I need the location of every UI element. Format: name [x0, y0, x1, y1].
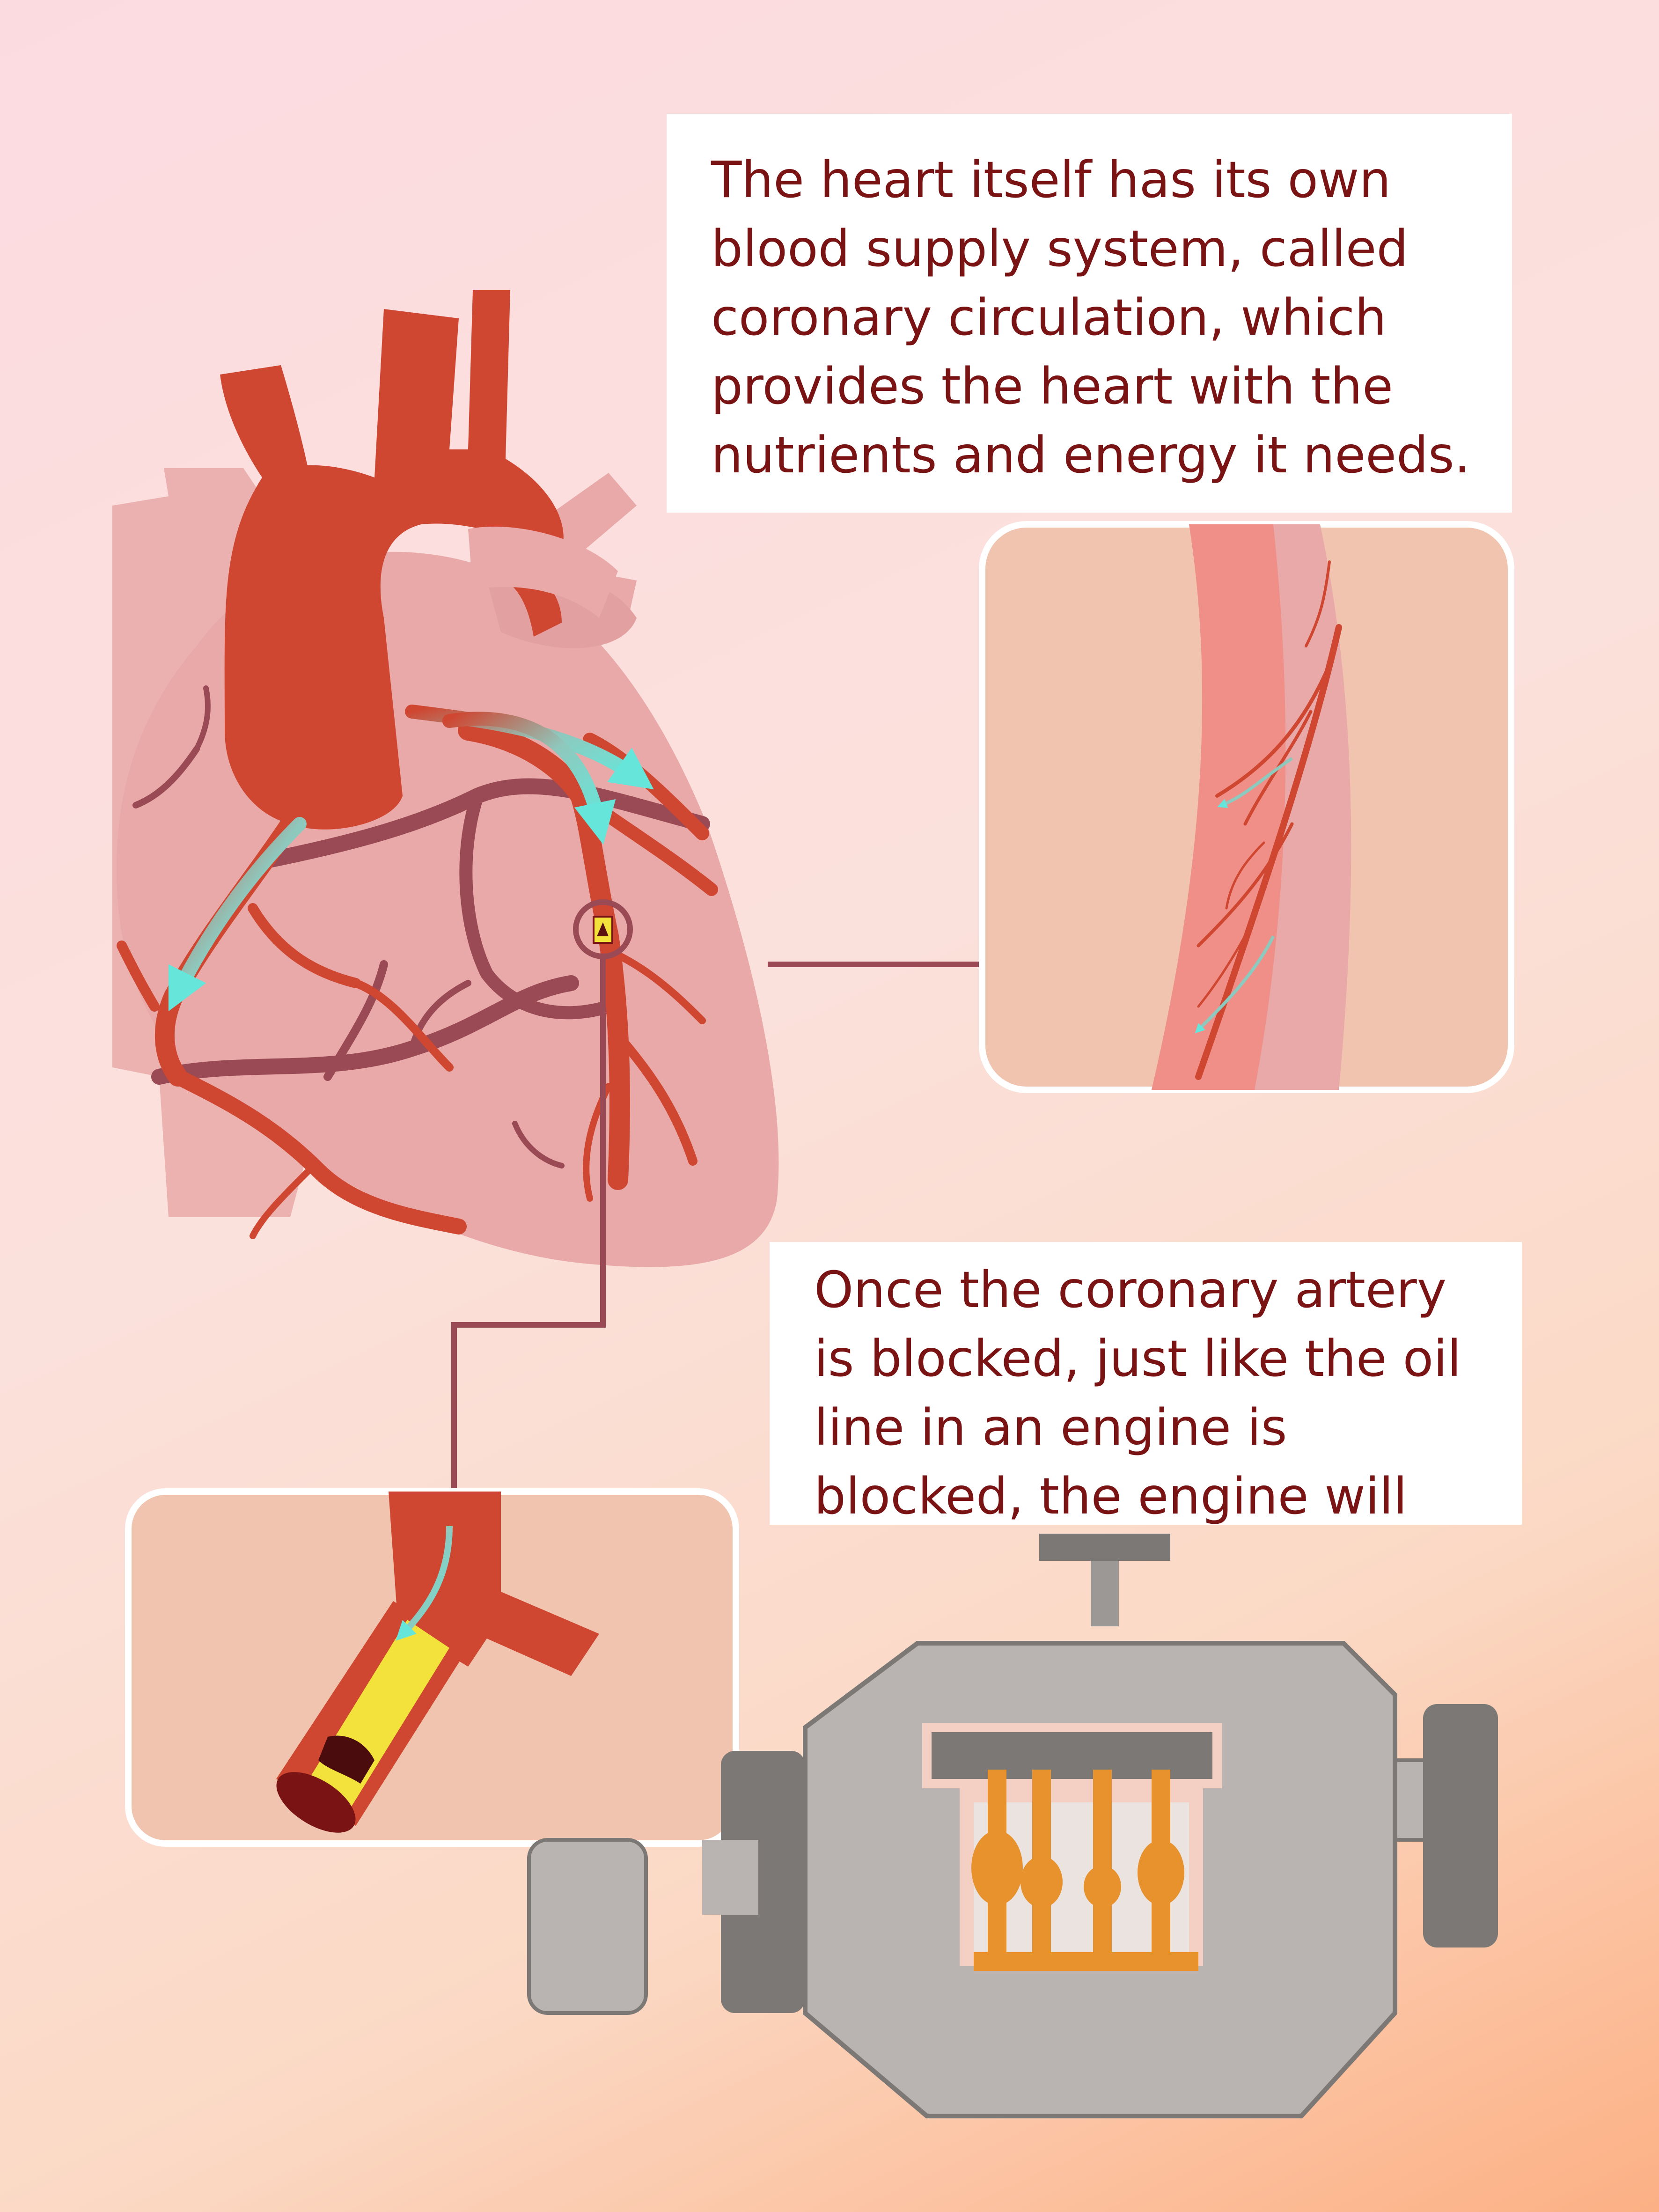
- heart-illustration: [112, 290, 779, 1267]
- caption-bottom: Once the coronary artery is blocked, jus…: [770, 1242, 1522, 1526]
- blocked-artery-zoom: [125, 1488, 739, 1847]
- artery-wall-zoom: [979, 521, 1514, 1093]
- caption-top: The heart itself has its own blood suppl…: [667, 114, 1512, 513]
- connector-lines: [451, 956, 982, 1492]
- engine-illustration: [527, 1534, 1498, 2118]
